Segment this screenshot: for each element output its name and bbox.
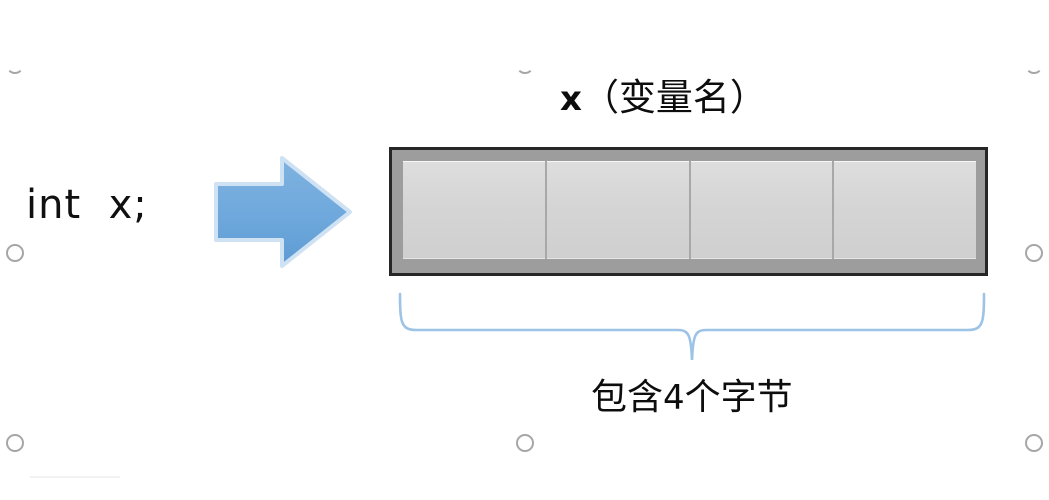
variable-name-cjk: （变量名） <box>581 76 767 119</box>
curly-brace-icon <box>398 292 986 361</box>
curly-brace-under-box <box>390 288 990 368</box>
handle-top-center[interactable] <box>516 56 534 74</box>
handle-middle-left[interactable] <box>6 244 24 262</box>
handle-top-right[interactable] <box>1025 56 1043 74</box>
memory-byte-cell <box>544 161 689 259</box>
caption-suffix: 个字节 <box>684 377 793 418</box>
handle-middle-right[interactable] <box>1025 244 1043 262</box>
handle-top-left[interactable] <box>6 56 24 74</box>
faint-artifact-line <box>30 476 120 478</box>
memory-byte-cell <box>688 161 833 259</box>
handle-bottom-center[interactable] <box>516 434 534 452</box>
code-declaration-label: int x; <box>26 182 148 228</box>
caption-prefix: 包含 <box>591 377 664 418</box>
memory-byte-cell <box>832 161 976 259</box>
right-block-arrow-icon <box>214 156 352 268</box>
byte-count-caption: 包含4个字节 <box>591 378 793 418</box>
handle-bottom-left[interactable] <box>6 434 24 452</box>
variable-name-latin: x <box>560 79 582 119</box>
memory-box <box>389 147 988 276</box>
right-block-arrow <box>212 152 354 272</box>
memory-byte-cell <box>403 161 545 259</box>
handle-bottom-right[interactable] <box>1025 434 1043 452</box>
memory-box-inner <box>403 161 976 259</box>
caption-number: 4 <box>663 378 685 418</box>
memory-box-title: x（变量名） <box>560 76 767 119</box>
